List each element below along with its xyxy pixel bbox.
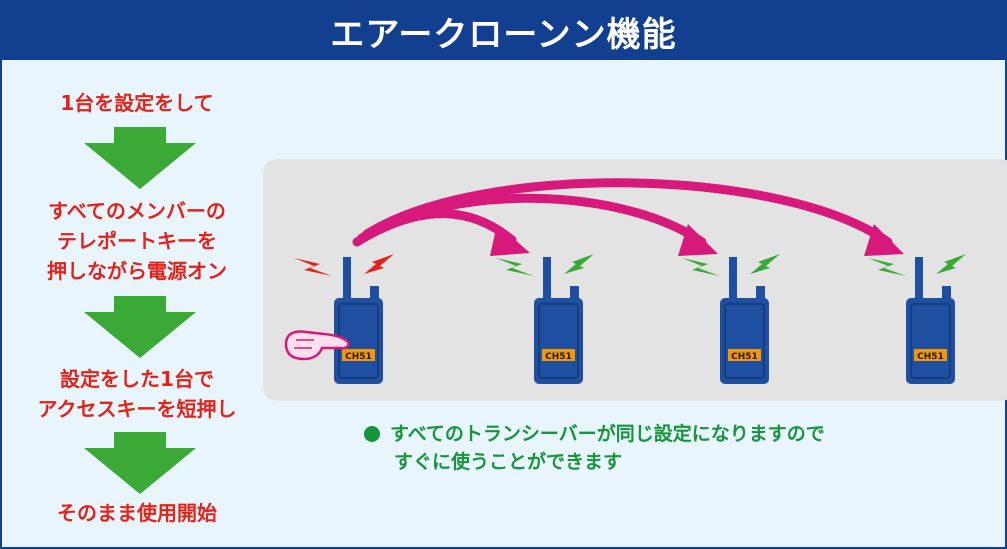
- clone-panel: [263, 159, 1007, 401]
- channel-label: CH51: [345, 352, 372, 362]
- radio-icon: CH51: [720, 257, 769, 384]
- signal-icon: [294, 254, 394, 276]
- bullet-dot-icon: [364, 426, 380, 442]
- channel-label: CH51: [731, 352, 758, 362]
- step-3-line-1: 設定をした1台で: [60, 367, 214, 391]
- step-2-line-1: すべてのメンバーの: [48, 199, 226, 223]
- step-2-line-2: テレポートキーを: [57, 229, 217, 253]
- title-bar: エアークローンン機能: [2, 2, 1005, 60]
- note-line-2: すぐに使うことができます: [394, 451, 623, 473]
- channel-label: CH51: [545, 352, 572, 362]
- step-2-line-3: 押しながら電源オン: [47, 259, 227, 283]
- signal-icon: [496, 254, 594, 276]
- step-4-line-1: そのまま使用開始: [57, 501, 217, 525]
- curved-arrow-icon: [352, 209, 530, 256]
- channel-label: CH51: [917, 352, 944, 362]
- radio-icon: CH51: [906, 257, 955, 384]
- curved-arrow-icon: [362, 178, 904, 256]
- step-1-line-1: 1台を設定をして: [60, 91, 214, 115]
- down-arrow-icon: [84, 127, 196, 189]
- radio-icon: CH51: [534, 257, 583, 384]
- step-1: 1台を設定をして: [2, 88, 272, 118]
- signal-icon: [682, 254, 780, 276]
- note-line-1: すべてのトランシーバーが同じ設定になりますので: [390, 423, 825, 445]
- step-2: すべてのメンバーの テレポートキーを 押しながら電源オン: [2, 196, 272, 286]
- page-title: エアークローンン機能: [330, 14, 677, 55]
- down-arrow-icon: [84, 432, 196, 494]
- radio-icon: CH51: [334, 257, 383, 384]
- signal-icon: [868, 254, 966, 276]
- step-4: そのまま使用開始: [2, 498, 272, 528]
- step-3: 設定をした1台で アクセスキーを短押し: [2, 364, 272, 424]
- step-3-line-2: アクセスキーを短押し: [37, 397, 237, 421]
- result-note: すべてのトランシーバーが同じ設定になりますので すぐに使うことができます: [364, 420, 825, 476]
- pointing-hand-icon: [284, 330, 350, 361]
- down-arrow-icon: [84, 296, 196, 358]
